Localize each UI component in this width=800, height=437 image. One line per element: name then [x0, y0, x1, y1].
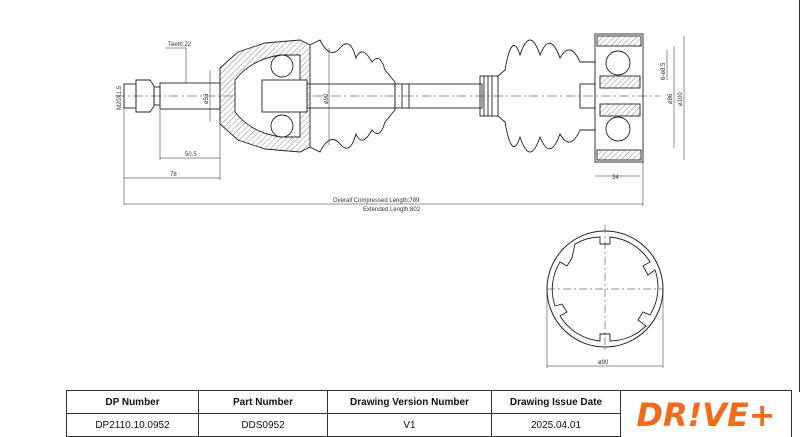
header-dp-number: DP Number	[67, 391, 199, 414]
overall-length-label: Overall Compressed Length:789	[333, 198, 420, 204]
dia-100-label: ø100	[678, 92, 684, 106]
ball	[605, 116, 631, 142]
end-view-spline-profile	[551, 236, 659, 342]
drive-plus-logo: DR!VE+	[621, 391, 791, 437]
header-issue-date: Drawing Issue Date	[492, 391, 621, 414]
bolt-holes-label: 6-ø8.5	[661, 62, 667, 80]
dia-90-joint-label: ø90	[324, 93, 330, 104]
inner-boot	[497, 39, 595, 153]
dim-34-label: 34	[612, 175, 619, 181]
ball	[605, 50, 631, 76]
extended-length-label: Extended Length:802	[363, 207, 421, 213]
thread-label: M20X1.5	[117, 85, 123, 110]
ball	[270, 54, 294, 78]
dia-90-end-label: ø90	[598, 360, 609, 366]
ball	[270, 114, 294, 138]
header-part-number: Part Number	[199, 391, 328, 414]
header-drawing-version: Drawing Version Number	[328, 391, 492, 414]
dia-53-label: ø53	[204, 93, 210, 104]
dim-78-label: 78	[170, 172, 177, 178]
drawing-version-value: V1	[328, 414, 492, 437]
dim-50-5-label: 50.5	[185, 152, 197, 158]
part-number-value: DDS0952	[199, 414, 328, 437]
title-block: DP Number Part Number Drawing Version Nu…	[66, 390, 792, 437]
shaft-bar	[306, 83, 483, 109]
teeth-label: Teeth:22	[168, 42, 192, 48]
inner-joint-housing	[594, 33, 644, 163]
logo-text: DR!VE+	[636, 396, 775, 434]
driveshaft-drawing: Teeth:22 M20X1.5 ø53 ø90 50.5 78 Overall…	[115, 33, 685, 368]
issue-date-value: 2025.04.01	[492, 414, 621, 437]
damper	[479, 75, 499, 117]
dia-86-label: ø86	[668, 93, 674, 104]
hex-nut	[135, 79, 155, 113]
dp-number-value: DP2110.10.0952	[67, 414, 199, 437]
